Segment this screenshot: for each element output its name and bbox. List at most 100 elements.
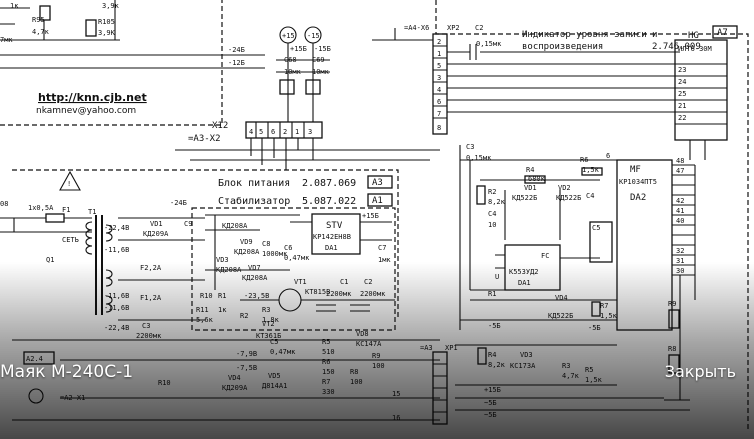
- indicator-block: Индикатор уровня записи и воспроизведени…: [372, 0, 749, 430]
- label-r8-psu-val: 100: [350, 378, 363, 386]
- label-minus12: -12Б: [228, 59, 245, 67]
- label-plus15-stv: +15Б: [362, 212, 379, 220]
- label-r1-val: 1к: [218, 306, 227, 314]
- label-r5-ind: R5: [585, 366, 593, 374]
- label-c6-val: 0,47мк: [284, 254, 310, 262]
- label-f2: F2,2А: [140, 264, 162, 272]
- xp2-pin-8: 8: [437, 124, 441, 132]
- label-v-235: -23,5В: [244, 292, 269, 300]
- label-xp1: XP1: [445, 344, 458, 352]
- hg-pin-24: 24: [678, 78, 686, 86]
- xp2-pin-3: 3: [437, 74, 441, 82]
- label-vd2-ind: VD2: [558, 184, 571, 192]
- label-vd1-ind-type: КД522Б: [512, 194, 537, 202]
- label-stv-type: КР142ЕН8В: [313, 233, 351, 241]
- label-r8: R8: [668, 345, 676, 353]
- label-r10-psu: R10: [158, 379, 171, 387]
- label-c3-psu-val: 2200мк: [136, 332, 162, 340]
- mains-input: ! 08 1х0,5А F1 T1 СЕТЬ Q1 -22,4В -11,6В …: [0, 170, 205, 340]
- label-r6-psu-val: 150: [322, 368, 335, 376]
- mf-pin-41: 41: [676, 207, 684, 215]
- label-stv: STV: [326, 221, 343, 231]
- xp2-pin-1: 1: [437, 50, 441, 58]
- label-u: U: [495, 273, 499, 281]
- label-mf-type: КР1034ПТ5: [619, 178, 657, 186]
- email-text: nkamnev@yahoo.com: [36, 106, 136, 116]
- label-t-118c: -11,6В: [104, 304, 129, 312]
- label-minus15b: -15Б: [314, 45, 331, 53]
- label-vd3-ind-type: КС173А: [510, 362, 536, 370]
- label-mf: MF: [630, 165, 641, 175]
- label-plus15b-ind: +15Б: [484, 386, 501, 394]
- label-vd1-ind: VD1: [524, 184, 537, 192]
- label-op-type: К553УД2: [509, 268, 539, 276]
- label-f1a: F1,2А: [140, 294, 162, 302]
- label-c4-ind-2: C4: [586, 192, 594, 200]
- mf-pin-30: 30: [676, 267, 684, 275]
- label-r2-ind: R2: [488, 188, 496, 196]
- label-vd4-ind-type: КД522Б: [548, 312, 573, 320]
- label-r4: R4: [526, 166, 534, 174]
- label-c69-val: 10мк: [312, 68, 330, 76]
- label-r5-psu-val: 510: [322, 348, 335, 356]
- label-c4-ind: C4: [488, 210, 496, 218]
- label-r5-psu: R5: [322, 338, 330, 346]
- label-vd1-psu-type: КД209А: [143, 230, 169, 238]
- label-vd7-type: КД208А: [242, 274, 268, 282]
- label-minus5b: -5Б: [488, 322, 501, 330]
- label-7mk: 7мк: [0, 36, 13, 44]
- label-r6: R6: [580, 156, 588, 164]
- label-vd5-type: Д814А1: [262, 382, 287, 390]
- label-r1-ind: R1: [488, 290, 496, 298]
- stab-title: Стабилизатор: [218, 195, 290, 207]
- top-left-block: 1к 3,9к R95 4,7к R105 3,9К 7мк -24Б -12Б…: [0, 0, 265, 126]
- label-r3-psu: R3: [262, 306, 270, 314]
- supply-terminals: +15 -15 +15Б -15Б C68 C69 10мк 10мк: [276, 26, 331, 122]
- label-vd5: VD5: [268, 372, 281, 380]
- label-vd4-psu: VD4: [228, 374, 241, 382]
- label-fuse-val: 1х0,5А: [28, 204, 54, 212]
- website-link[interactable]: http://knn.cjb.net: [38, 91, 147, 104]
- label-f1: F1: [62, 206, 70, 214]
- label-c2-psu: C2: [364, 278, 372, 286]
- x12-pin-5: 5: [259, 128, 263, 136]
- label-vd9: VD9: [240, 238, 253, 246]
- hg-pin-22: 22: [678, 114, 686, 122]
- mf-pin-31: 31: [676, 257, 684, 265]
- label-xp2: XP2: [447, 24, 460, 32]
- label-r95-val: 4,7к: [32, 28, 50, 36]
- label-c4-ind-val: 10: [488, 221, 496, 229]
- label-plus15b: +15Б: [290, 45, 307, 53]
- label-r95: R95: [32, 16, 45, 24]
- label-t-224b: -22,4В: [104, 324, 129, 332]
- label-r3-ind: R3: [562, 362, 570, 370]
- close-button[interactable]: Закрыть: [664, 362, 736, 381]
- label-c5-psu-val: 0,47мк: [270, 348, 296, 356]
- label-a1: A1: [372, 196, 383, 206]
- label-r9: R9: [668, 300, 676, 308]
- label-r-top-b: 3,9к: [102, 2, 120, 10]
- psu-code: 2.087.069: [302, 178, 356, 189]
- label-r4-val: 680к: [528, 175, 546, 183]
- label-vd4-psu-type: КД209А: [222, 384, 248, 392]
- label-a7: A7: [717, 28, 728, 38]
- hg-pin-23: 23: [678, 66, 686, 74]
- label-r3-ind-val: 4,7к: [562, 372, 580, 380]
- indicator-code: 2.746.009: [652, 42, 701, 52]
- label-r9-psu: R9: [372, 352, 380, 360]
- label-minus15-circle: -15: [307, 32, 320, 40]
- label-r5-ind-val: 1,5к: [585, 376, 603, 384]
- mf-pin-32: 32: [676, 247, 684, 255]
- label-r7-ind-val: 1,5к: [600, 312, 618, 320]
- label-c2: C2: [475, 24, 483, 32]
- label-c5-psu: C5: [270, 338, 278, 346]
- stab-code: 5.087.022: [302, 196, 356, 207]
- xp2-pin-6: 6: [437, 98, 441, 106]
- x12-pin-2: 2: [283, 128, 287, 136]
- label-t-118a: -11,6В: [104, 246, 129, 254]
- x12-pin-6: 6: [271, 128, 275, 136]
- mf-pin-42: 42: [676, 197, 684, 205]
- label-c69: C69: [312, 56, 325, 64]
- label-r6-psu: R6: [322, 358, 330, 366]
